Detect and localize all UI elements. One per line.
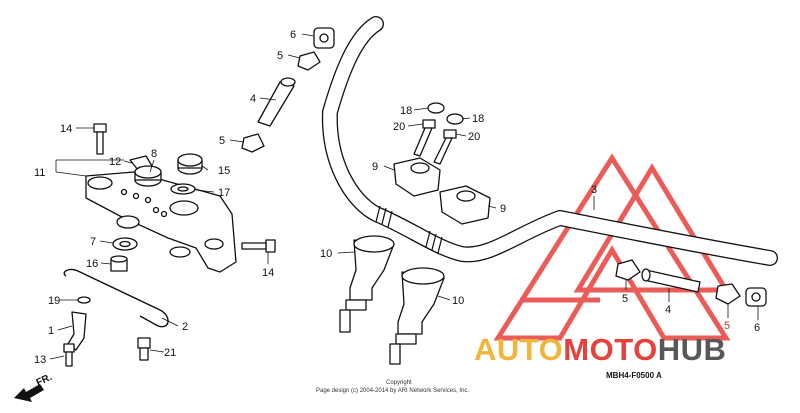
part-9-holder-lower xyxy=(439,185,491,225)
watermark-triangle-outer xyxy=(493,153,731,341)
callout-2: 2 xyxy=(182,321,188,333)
part-20-bolt-left xyxy=(413,119,436,157)
part-5-collar-upper-b xyxy=(241,133,265,153)
part-10-holder-right xyxy=(389,267,445,365)
part-6-end-weight-right xyxy=(745,287,767,307)
callout-17: 17 xyxy=(218,187,230,199)
callout-9-lower: 9 xyxy=(500,203,506,215)
callout-9-upper: 9 xyxy=(372,161,378,173)
front-direction-label: FR. xyxy=(35,372,54,389)
copyright-line2: Page design (c) 2004-2014 by ARI Network… xyxy=(316,388,469,394)
part-18-cap-left xyxy=(427,102,445,114)
part-17-washer xyxy=(170,183,196,195)
part-15-stem-nut xyxy=(177,153,203,175)
part-18-cap-right xyxy=(446,113,464,125)
watermark-hub: HUB xyxy=(658,332,727,367)
callout-20-left: 20 xyxy=(393,121,405,133)
handlebar xyxy=(321,16,778,266)
callout-4-upper: 4 xyxy=(250,93,256,105)
callout-1: 1 xyxy=(48,325,54,337)
part-4-rod-upper xyxy=(257,77,296,127)
callout-14-lower: 14 xyxy=(262,267,274,279)
callout-18-right: 18 xyxy=(472,113,484,125)
callout-5-right-a: 5 xyxy=(622,293,628,305)
callout-13: 13 xyxy=(34,354,46,366)
callout-10-left: 10 xyxy=(320,248,332,260)
part-16-nut xyxy=(110,255,128,272)
callout-15: 15 xyxy=(218,165,230,177)
diagram-code: MBH4-F0500 A xyxy=(606,371,662,380)
callout-21: 21 xyxy=(164,347,176,359)
callout-14-upper: 14 xyxy=(60,123,72,135)
part-10-holder-left xyxy=(339,235,395,333)
callout-8: 8 xyxy=(151,148,157,160)
part-4-rod-right xyxy=(641,268,701,293)
part-6-end-weight-upper xyxy=(313,27,335,49)
part-14-bolt-upper xyxy=(93,123,107,155)
watermark-moto: MOTO xyxy=(563,332,657,367)
callout-5-right-b: 5 xyxy=(724,320,730,332)
part-9-holder-upper xyxy=(393,157,441,197)
part-7-ring xyxy=(112,237,138,251)
callout-20-right: 20 xyxy=(468,131,480,143)
part-2-wire-clamp xyxy=(63,268,169,328)
part-5-collar-right-a xyxy=(615,259,641,281)
part-21-bolt xyxy=(137,337,151,361)
callout-12: 12 xyxy=(109,156,121,168)
front-direction-arrow: FR. xyxy=(14,372,54,402)
callout-10-right: 10 xyxy=(452,295,464,307)
callout-6-right: 6 xyxy=(754,322,760,334)
callout-19: 19 xyxy=(48,295,60,307)
callout-7: 7 xyxy=(90,236,96,248)
part-8-nut xyxy=(134,165,162,187)
callout-6-upper: 6 xyxy=(290,29,296,41)
part-5-collar-upper-a xyxy=(297,51,321,71)
callout-4-right: 4 xyxy=(665,304,671,316)
part-14-bolt-lower xyxy=(241,239,276,253)
part-19-clip xyxy=(77,296,91,304)
part-13-bolt xyxy=(63,343,75,367)
callout-5-upper-b: 5 xyxy=(219,135,225,147)
watermark-text: AUTOMOTOHUB xyxy=(474,332,726,367)
part-5-collar-right-b xyxy=(715,283,741,305)
callout-16: 16 xyxy=(86,258,98,270)
top-bridge xyxy=(85,171,237,273)
part-20-bolt-right xyxy=(433,129,457,165)
copyright-line1: Copyright xyxy=(386,380,412,386)
callout-11: 11 xyxy=(34,167,45,179)
callout-3: 3 xyxy=(591,184,597,196)
leader-lines xyxy=(49,33,759,360)
callout-18-left: 18 xyxy=(400,105,412,117)
watermark-auto: AUTO xyxy=(474,332,563,367)
part-1-bracket xyxy=(67,311,87,351)
callout-5-upper-a: 5 xyxy=(277,50,283,62)
